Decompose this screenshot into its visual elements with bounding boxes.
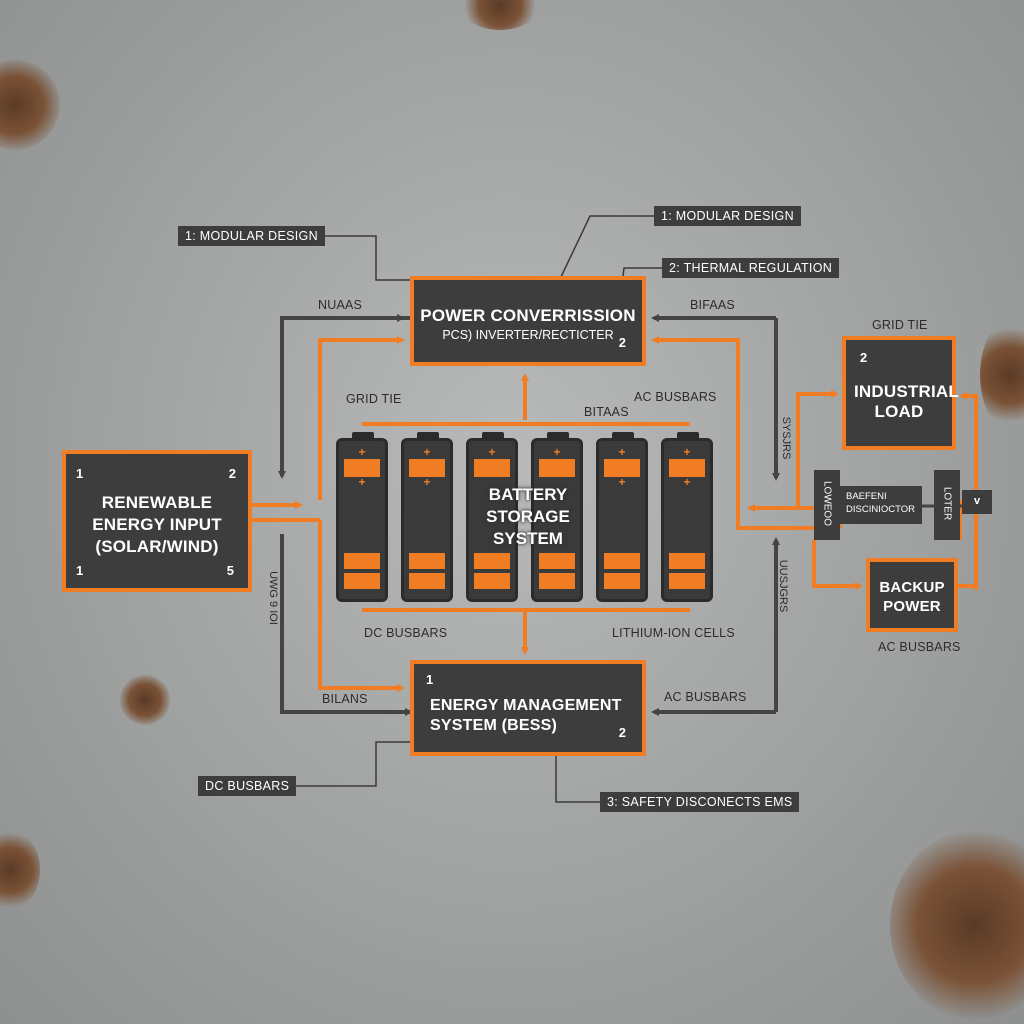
plus-icon: + xyxy=(358,475,366,489)
corner-number: 2 xyxy=(860,350,868,365)
energy-management-block: 1 ENERGY MANAGEMENT SYSTEM (BESS) 2 xyxy=(410,660,646,756)
power-conversion-title: POWER CONVERRISSION xyxy=(420,306,636,325)
battery-cell: + xyxy=(531,432,583,602)
plus-icon: + xyxy=(553,445,561,459)
cell-band xyxy=(604,573,640,589)
battery-storage-title: BATTERY STORAGE SYSTEM xyxy=(486,485,570,548)
industrial-load-block: 2 INDUSTRIAL LOAD xyxy=(842,336,959,450)
vertical-label-left: UWG 9 IOI xyxy=(267,571,279,625)
switch-label: LOTER xyxy=(941,486,953,521)
plus-icon: + xyxy=(358,445,366,459)
battery-terminal xyxy=(482,432,504,440)
industrial-load-title: INDUSTRIAL LOAD xyxy=(854,382,959,421)
callout-modular-design-left: 1: MODULAR DESIGN xyxy=(178,226,325,246)
corner-number: 1 xyxy=(426,672,434,687)
plus-icon: + xyxy=(683,445,691,459)
label-grid-tie-left: GRID TIE xyxy=(346,392,402,406)
disconnect-switch: LOTER xyxy=(934,470,960,540)
battery-cell: + + xyxy=(336,432,388,602)
callout-modular-design-right: 1: MODULAR DESIGN xyxy=(654,206,801,226)
label-ac-busbars-backup: AC BUSBARS xyxy=(878,640,961,654)
battery-cell: + + xyxy=(661,432,713,602)
cell-band xyxy=(669,553,705,569)
switch-arrow-label: v xyxy=(973,495,981,507)
battery-terminal xyxy=(547,432,569,440)
plus-icon: + xyxy=(423,445,431,459)
label-bifaas: BIFAAS xyxy=(690,298,735,312)
battery-cell: + + xyxy=(596,432,648,602)
cell-band xyxy=(604,459,640,477)
cell-band xyxy=(539,459,575,477)
corner-number: 1 xyxy=(76,466,84,481)
switch-label: BAEFENI DISCINIOCTOR xyxy=(846,491,915,515)
label-bilans: BILANS xyxy=(322,692,368,706)
vertical-label-right-top: SYSJRS xyxy=(780,416,792,460)
battery-terminal xyxy=(612,432,634,440)
plus-icon: + xyxy=(618,445,626,459)
battery-cell: + xyxy=(466,432,518,602)
cell-band xyxy=(539,553,575,569)
battery-cell: + + xyxy=(401,432,453,602)
rust-spot xyxy=(120,675,170,725)
cell-band xyxy=(669,459,705,477)
label-ac-busbars-top: AC BUSBARS xyxy=(634,390,717,404)
label-ac-busbars-ems: AC BUSBARS xyxy=(664,690,747,704)
corner-number: 5 xyxy=(226,563,234,578)
label-nuaas: NUAAS xyxy=(318,298,363,312)
backup-power-block: BACKUP POWER xyxy=(866,558,958,632)
cell-band xyxy=(539,573,575,589)
power-conversion-block: POWER CONVERRISSION PCS) INVERTER/RECTIC… xyxy=(410,276,646,366)
callout-safety-disconnects: 3: SAFETY DISCONECTS EMS xyxy=(600,792,800,812)
callout-thermal-regulation: 2: THERMAL REGULATION xyxy=(662,258,840,278)
disconnector-panel: BAEFENI DISCINIOCTOR xyxy=(840,486,922,524)
label-dc-busbars-bottom: DC BUSBARS xyxy=(364,626,448,640)
rust-spot xyxy=(890,830,1024,1020)
corner-number: 2 xyxy=(618,335,626,350)
plus-icon: + xyxy=(488,445,496,459)
cell-band xyxy=(474,573,510,589)
renewable-input-title: RENEWABLE ENERGY INPUT (SOLAR/WIND) xyxy=(92,493,222,556)
corner-number: 1 xyxy=(76,563,84,578)
energy-management-title: ENERGY MANAGEMENT SYSTEM (BESS) xyxy=(430,697,622,734)
callout-dc-busbars: DC BUSBARS xyxy=(198,776,297,796)
switch-arrow-box: v xyxy=(962,490,992,514)
disconnect-switch: LOWEOO xyxy=(814,470,840,540)
label-grid-tie-right: GRID TIE xyxy=(872,318,928,332)
label-lithium-ion-cells: LITHIUM-ION CELLS xyxy=(612,626,735,640)
plus-icon: + xyxy=(683,475,691,489)
cell-band xyxy=(669,573,705,589)
cell-band xyxy=(474,459,510,477)
plus-icon: + xyxy=(618,475,626,489)
rust-spot xyxy=(980,320,1024,430)
label-bitaas: BITAAS xyxy=(584,405,629,419)
backup-power-title: BACKUP POWER xyxy=(879,579,945,615)
battery-terminal xyxy=(352,432,374,440)
renewable-input-block: 1 2 RENEWABLE ENERGY INPUT (SOLAR/WIND) … xyxy=(62,450,252,592)
power-conversion-subtitle: PCS) INVERTER/RECTICTER xyxy=(442,328,614,342)
corner-number: 2 xyxy=(618,725,626,740)
battery-terminal xyxy=(677,432,699,440)
switch-label: LOWEOO xyxy=(821,480,833,526)
vertical-label-right-bottom: UUSJGRS xyxy=(777,559,789,613)
battery-terminal xyxy=(417,432,439,440)
corner-number: 2 xyxy=(228,466,236,481)
cell-band xyxy=(409,459,445,477)
cell-band xyxy=(409,553,445,569)
cell-band xyxy=(604,553,640,569)
cell-band xyxy=(474,553,510,569)
cell-band xyxy=(344,459,380,477)
cell-band xyxy=(344,573,380,589)
cell-band xyxy=(409,573,445,589)
plus-icon: + xyxy=(423,475,431,489)
cell-band xyxy=(344,553,380,569)
